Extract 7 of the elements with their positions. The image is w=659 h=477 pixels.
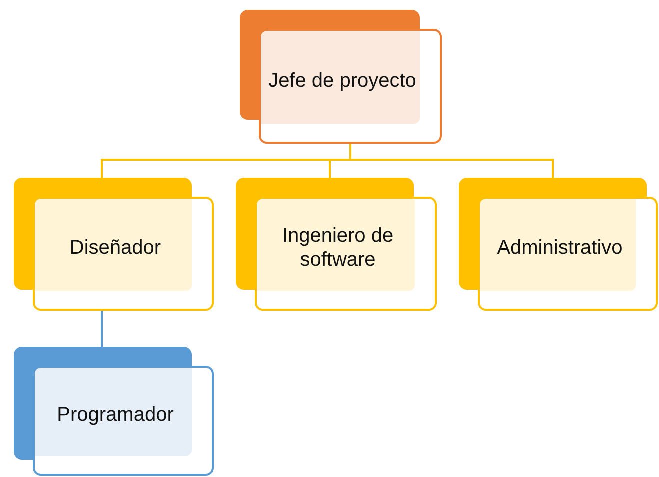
position-title: Administrativo bbox=[497, 236, 623, 260]
position-title: Ingeniero de software bbox=[281, 224, 395, 272]
position-title: Programador bbox=[57, 403, 174, 427]
position-title: Jefe de proyecto bbox=[268, 68, 416, 92]
position-title: Diseñador bbox=[70, 236, 162, 260]
connector-line bbox=[101, 311, 103, 347]
connector-line bbox=[350, 144, 554, 178]
